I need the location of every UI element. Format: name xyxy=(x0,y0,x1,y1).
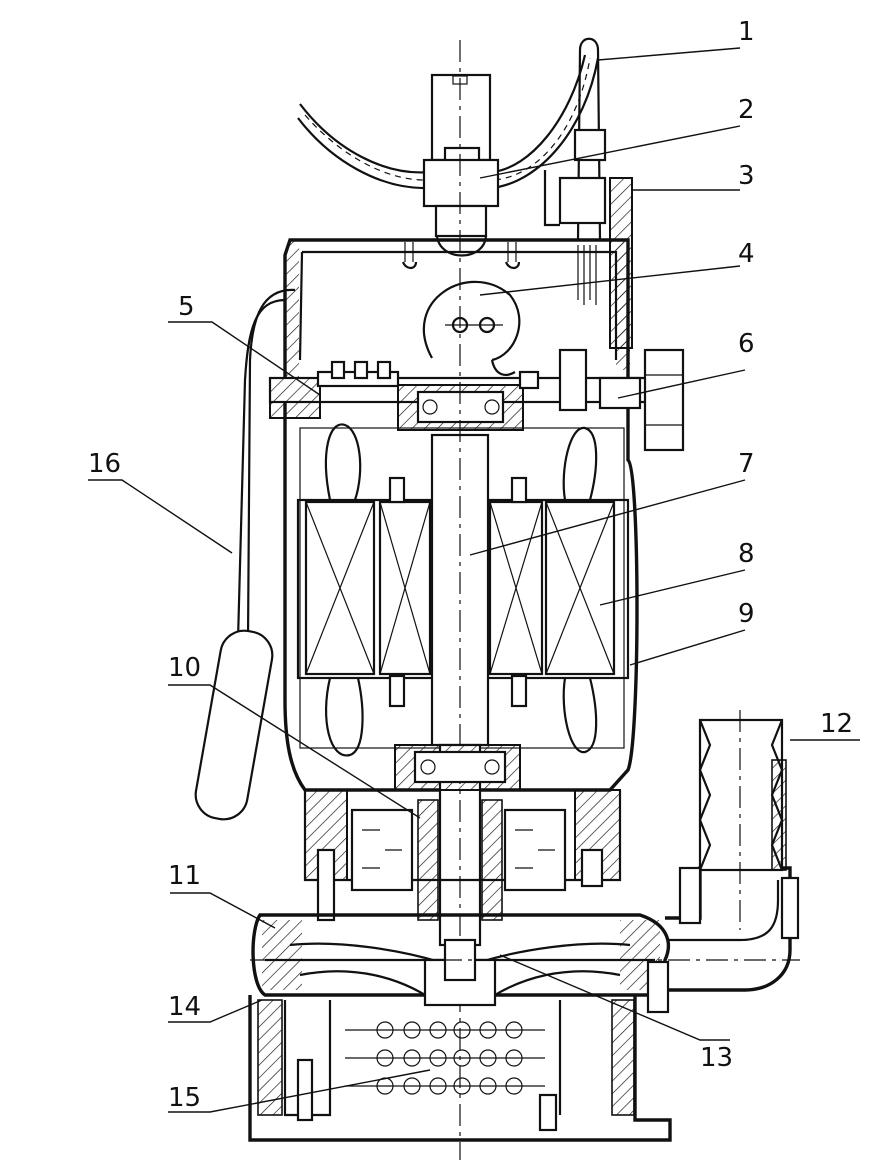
discharge-outlet xyxy=(250,710,800,992)
callout-9: 9 xyxy=(738,599,755,629)
float-switch xyxy=(194,288,296,821)
callout-15: 15 xyxy=(168,1083,201,1113)
motor-housing xyxy=(283,238,639,792)
lifting-handle xyxy=(422,73,500,257)
callout-10: 10 xyxy=(168,653,201,683)
capacitor xyxy=(422,280,521,376)
lower-bearing-seal xyxy=(303,744,622,922)
callout-14: 14 xyxy=(168,992,201,1022)
callout-2: 2 xyxy=(738,95,755,125)
callout-3: 3 xyxy=(738,161,755,191)
callout-12: 12 xyxy=(820,709,853,739)
callout-6: 6 xyxy=(738,329,755,359)
pump-volute xyxy=(251,913,670,1014)
callout-labels: 1 2 3 4 5 6 7 8 9 10 11 12 13 14 15 16 xyxy=(88,17,853,1113)
callout-1: 1 xyxy=(738,17,755,47)
callout-7: 7 xyxy=(738,449,755,479)
leader-lines xyxy=(88,47,860,1113)
callout-11: 11 xyxy=(168,861,201,891)
callout-4: 4 xyxy=(738,239,755,269)
strainer-base xyxy=(248,995,672,1142)
callout-8: 8 xyxy=(738,539,755,569)
callout-13: 13 xyxy=(700,1043,733,1073)
strainer-holes xyxy=(345,1021,545,1095)
callout-16: 16 xyxy=(88,449,121,479)
callout-5: 5 xyxy=(178,292,195,322)
